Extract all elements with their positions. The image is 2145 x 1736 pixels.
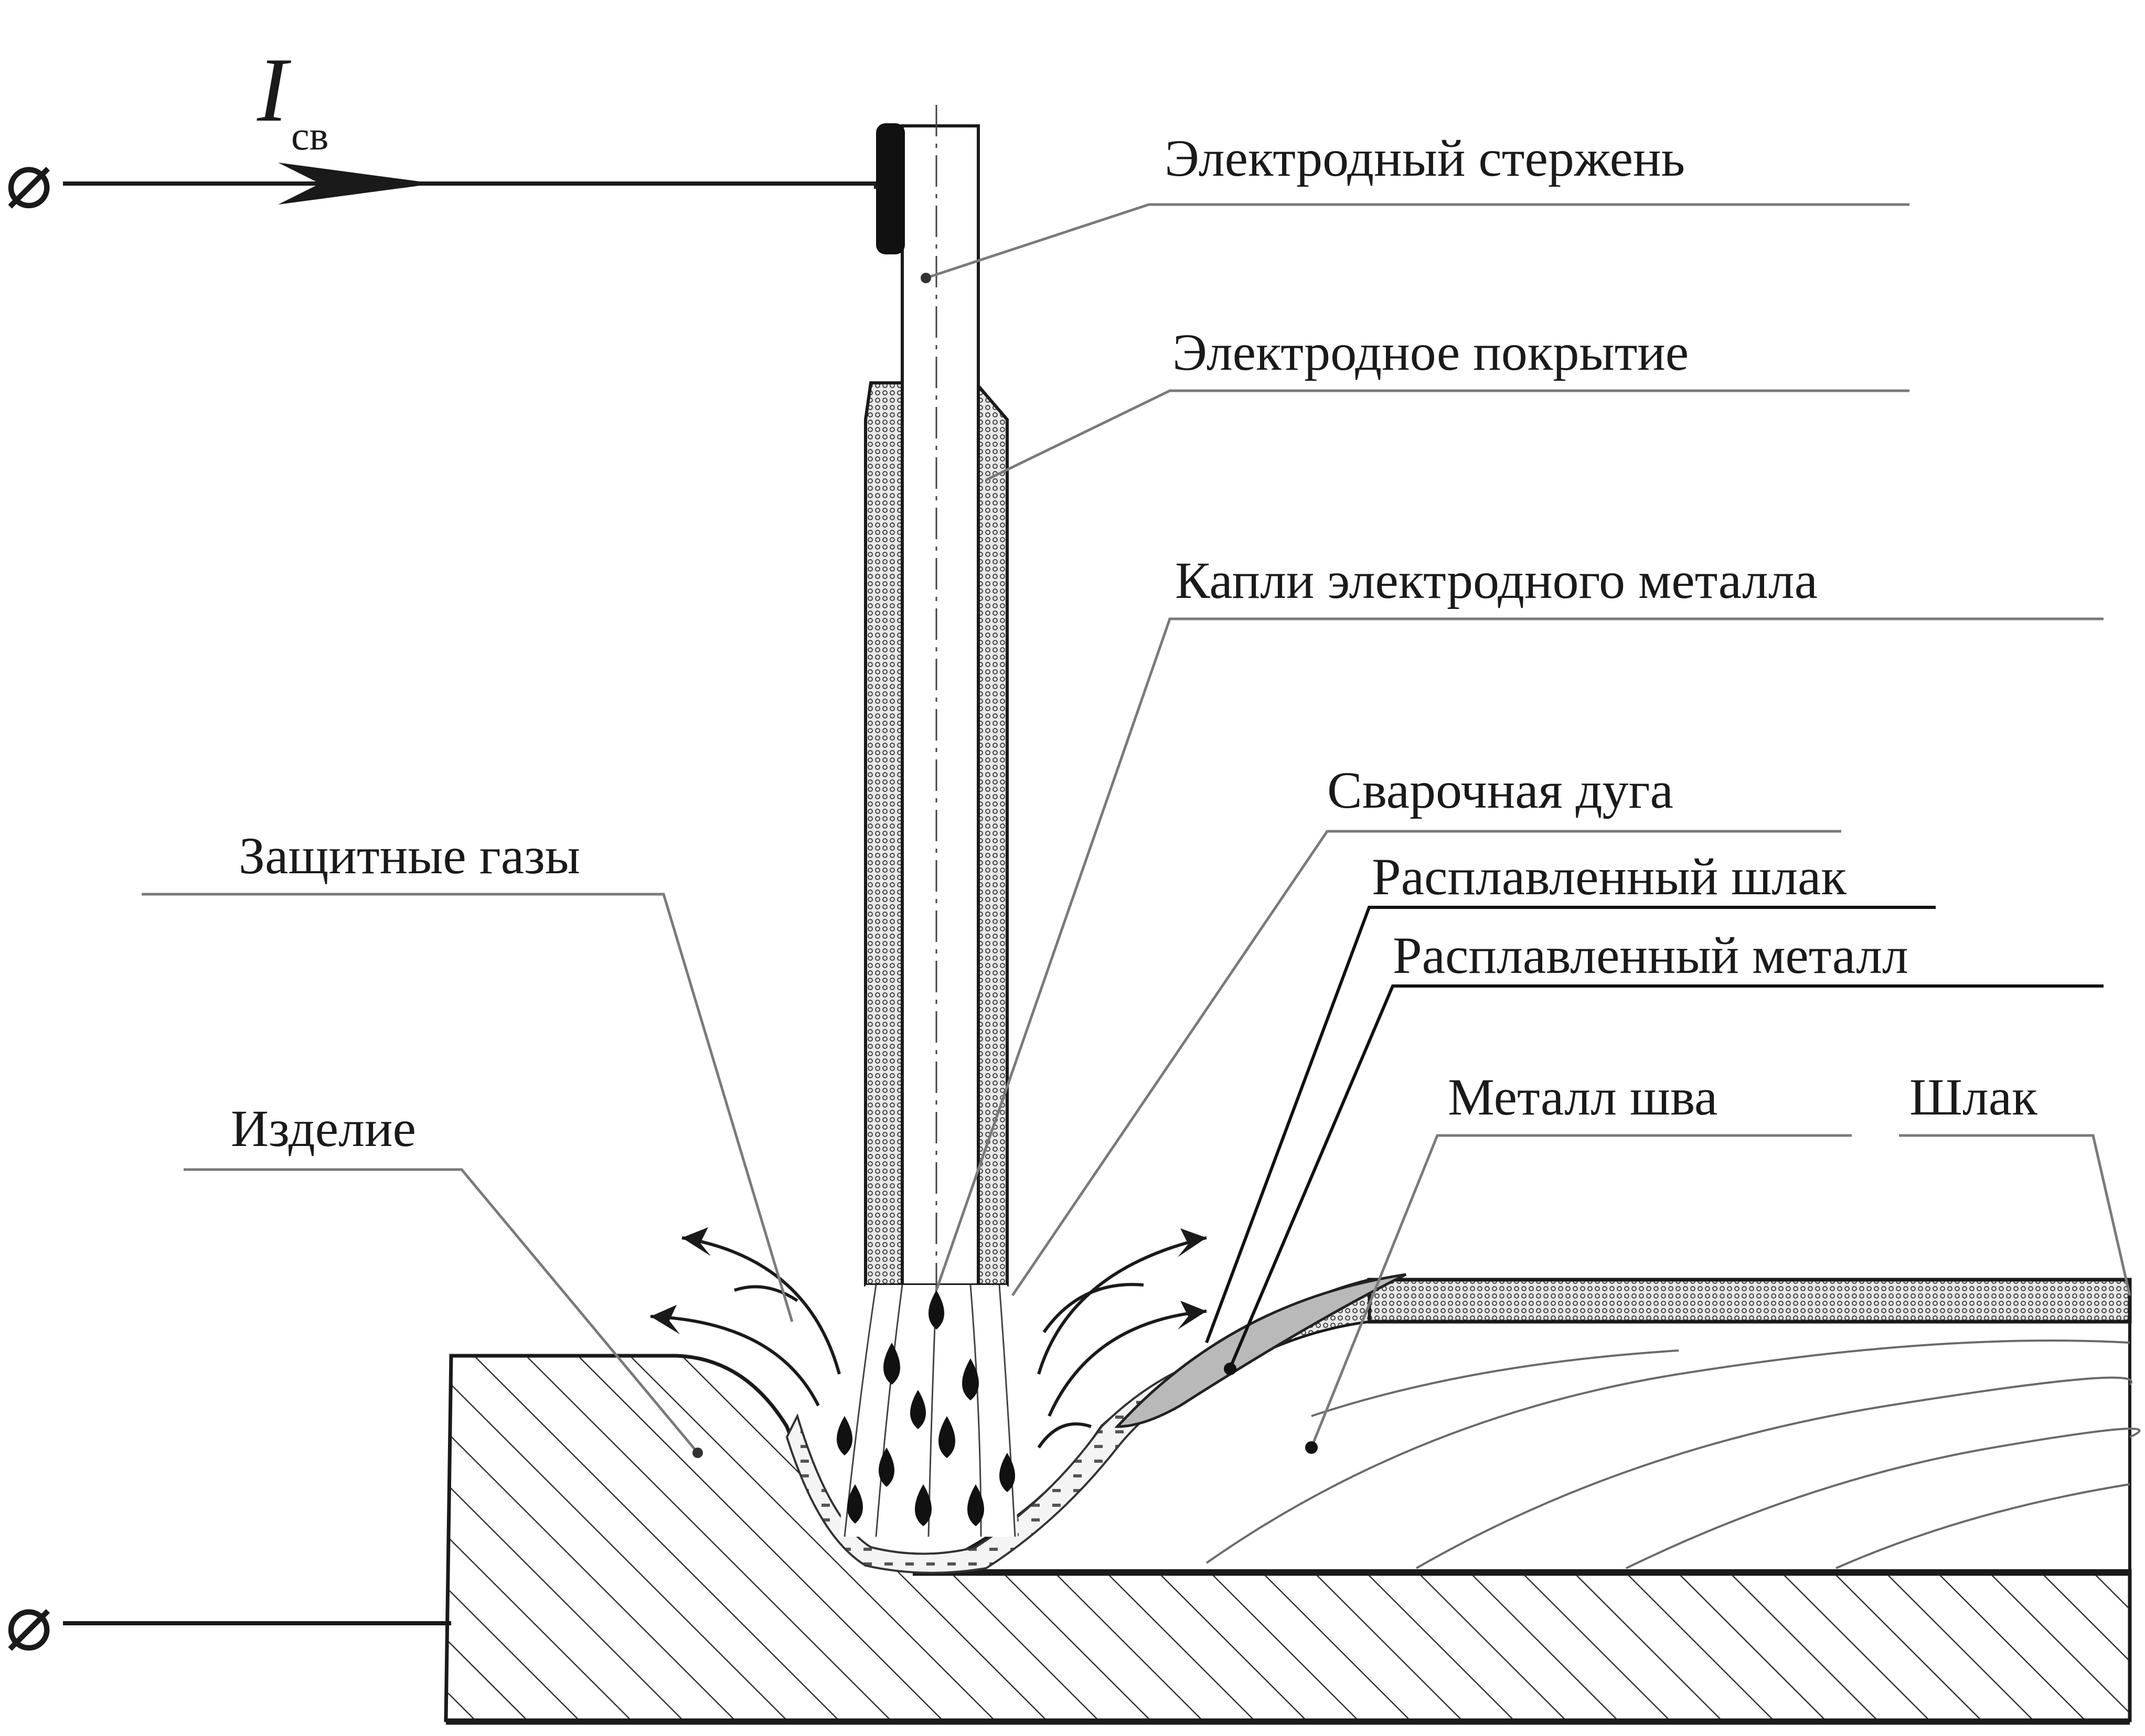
molten-slag-lens [1114,1273,1407,1428]
current-subscript: св [291,113,328,158]
label-molten-slag: Расплавленный шлак [1372,848,1847,906]
label-metal-droplets: Капли электродного металла [1175,551,1818,609]
label-shielding-gases: Защитные газы [239,827,580,885]
welding-arc [837,1284,1018,1537]
current-arrow [278,163,435,205]
top-terminal-symbol: ⌀ [5,137,52,224]
label-weld-metal: Металл шва [1448,1068,1717,1126]
leader-lines [142,203,2131,1458]
label-molten-metal: Расплавленный металл [1393,926,1908,984]
current-symbol: I [257,39,292,141]
label-welding-arc: Сварочная дуга [1327,761,1673,819]
label-slag: Шлак [1909,1068,2037,1126]
electrode [864,105,1009,1287]
bottom-terminal-symbol: ⌀ [5,1580,52,1667]
top-wire [63,163,878,205]
gas-arrowheads [650,1227,1207,1334]
shielding-gas-arrows [650,1236,1207,1449]
label-workpiece: Изделие [231,1099,416,1158]
label-electrode-rod: Электродный стержень [1165,129,1685,187]
metal-droplets [837,1290,1015,1526]
label-electrode-coating: Электродное покрытие [1172,323,1689,381]
